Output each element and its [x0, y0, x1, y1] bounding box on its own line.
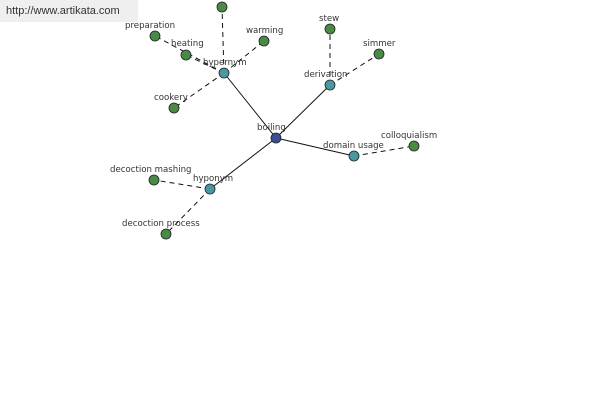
edge-hypernym-heating	[185, 54, 225, 74]
label-cookery: cookery	[154, 93, 188, 103]
node-stew[interactable]	[324, 23, 336, 35]
edge-boiling-hyponym	[209, 137, 277, 190]
node-warming[interactable]	[258, 35, 270, 47]
label-stew: stew	[319, 14, 339, 24]
edge-derivation-simmer	[329, 53, 380, 86]
label-boiling: boiling	[257, 123, 286, 133]
label-hypernym: hypernym	[203, 58, 247, 68]
nodes	[148, 1, 420, 240]
edge-boiling-domain-usage	[275, 137, 355, 157]
node-colloquialism[interactable]	[408, 140, 420, 152]
node-preparation[interactable]	[149, 30, 161, 42]
node-hypernym[interactable]	[218, 67, 230, 79]
node-boiling[interactable]	[270, 132, 282, 144]
watermark-url: http://www.artikata.com	[0, 0, 138, 22]
label-colloquialism: colloquialism	[381, 131, 437, 141]
labels: boiling hypernym derivation domain usage hyp…	[110, 14, 437, 229]
label-decoction-mashing: decoction mashing	[110, 165, 192, 175]
node-domain-usage[interactable]	[348, 150, 360, 162]
label-hyponym: hyponym	[193, 174, 233, 184]
node-heating[interactable]	[180, 49, 192, 61]
edge-hyponym-decoction-process	[165, 188, 211, 235]
label-simmer: simmer	[363, 39, 396, 49]
label-preparation: preparation	[125, 21, 175, 31]
edge-boiling-derivation	[275, 84, 331, 139]
node-simmer[interactable]	[373, 48, 385, 60]
edge-domain-usage-colloquialism	[353, 145, 415, 157]
label-domain-usage: domain usage	[323, 141, 384, 151]
node-cropped-top[interactable]	[216, 1, 228, 13]
node-derivation[interactable]	[324, 79, 336, 91]
node-decoction-mashing[interactable]	[148, 174, 160, 186]
node-cookery[interactable]	[168, 102, 180, 114]
node-hyponym[interactable]	[204, 183, 216, 195]
edge-hyponym-decoction-mashing	[153, 179, 211, 190]
edge-hypernym-warming	[223, 40, 265, 74]
edge-hypernym-cropped-top	[221, 6, 225, 74]
label-decoction-process: decoction process	[122, 219, 200, 229]
label-warming: warming	[246, 26, 283, 36]
edge-hypernym-cookery	[173, 72, 225, 109]
edge-boiling-hypernym	[223, 72, 277, 139]
node-decoction-process[interactable]	[160, 228, 172, 240]
label-derivation: derivation	[304, 70, 347, 80]
label-heating: heating	[171, 39, 204, 49]
